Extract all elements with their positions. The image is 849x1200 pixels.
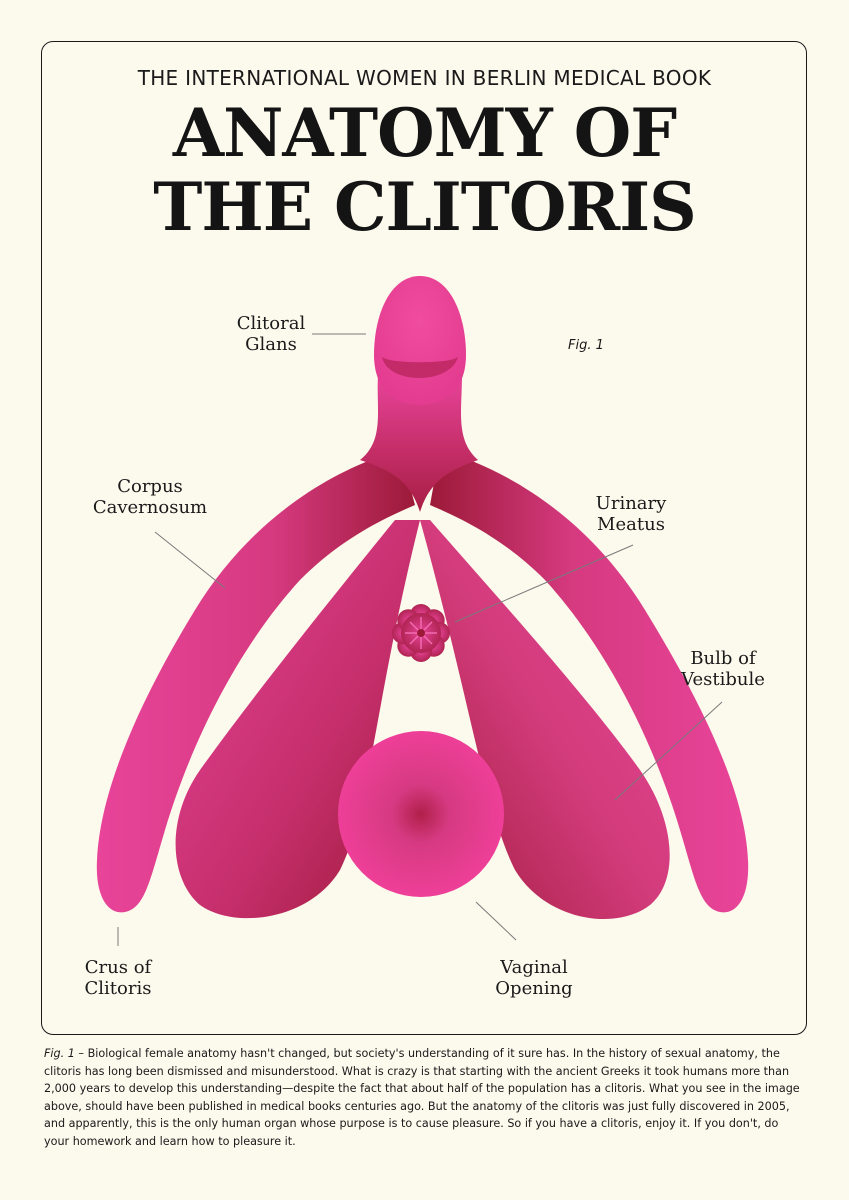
clitoral-glans <box>374 276 466 405</box>
left-crus <box>96 450 415 913</box>
label-urinary-meatus: Urinary Meatus <box>595 493 667 535</box>
right-bulb-of-vestibule <box>420 520 670 920</box>
page-title-line-2: THE CLITORIS <box>153 168 697 246</box>
label-crus-of-clitoris: Crus of Clitoris <box>84 957 152 999</box>
leader-meatus <box>454 544 634 623</box>
figure-number: Fig. 1 <box>568 338 604 353</box>
label-corpus-cavernosum: Corpus Cavernosum <box>92 476 208 518</box>
clitoral-body <box>360 375 478 512</box>
left-bulb-of-vestibule <box>175 520 420 919</box>
figure-caption: Fig. 1 – Biological female anatomy hasn'… <box>44 1045 806 1151</box>
leader-vaginal <box>475 901 517 941</box>
leader-bulb <box>614 701 723 801</box>
vaginal-opening-shape <box>338 731 504 897</box>
page-frame <box>41 41 807 1035</box>
right-crus <box>430 450 749 913</box>
label-clitoral-glans: Clitoral Glans <box>236 313 306 355</box>
caption-text: – Biological female anatomy hasn't chang… <box>44 1047 800 1148</box>
page-title-line-1: ANATOMY OF <box>172 94 677 172</box>
clitoral-hood-fold <box>382 357 458 378</box>
leader-corpus <box>154 531 226 589</box>
book-subtitle: THE INTERNATIONAL WOMEN IN BERLIN MEDICA… <box>137 66 712 90</box>
caption-figure-ref: Fig. 1 <box>44 1047 75 1060</box>
urinary-meatus-shape <box>392 604 450 662</box>
label-vaginal-opening: Vaginal Opening <box>495 957 573 999</box>
label-bulb-of-vestibule: Bulb of Vestibule <box>681 648 765 690</box>
